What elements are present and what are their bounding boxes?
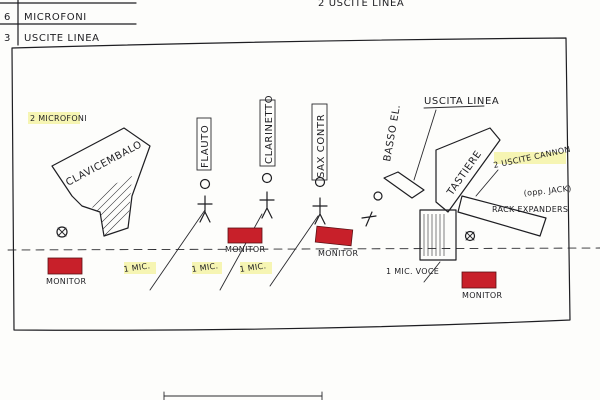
harpsichord-label: CLAVICEMBALO [64, 139, 144, 188]
clarinet-stand-icon [259, 191, 275, 219]
piano-note: 2 MICROFONI [30, 114, 87, 123]
sax-stand-icon [312, 197, 328, 225]
monitor-1-label: MONITOR [46, 277, 87, 286]
monitor-3-label: MONITOR [318, 249, 359, 258]
stage-outline [11, 37, 571, 331]
rack-label: RACK EXPANDERS [492, 205, 568, 214]
clarinet-label-box [259, 99, 276, 167]
piano-mic-icon [56, 226, 68, 238]
monitor-1 [47, 257, 83, 275]
monitor-3 [314, 225, 354, 247]
voice-mic-label: 1 MIC. VOCE [386, 267, 439, 276]
harpsichord: 2 MICROFONI CLAVICEMBALO [28, 112, 151, 238]
bass-amp [383, 171, 425, 199]
top-legend: 6 MICROFONI 3 USCITE LINEA 2 USCITE LINE… [0, 0, 404, 46]
bass-label: BASSO EL. [382, 104, 403, 163]
mic-label-flute: 1 MIC. [123, 261, 151, 274]
flute-label-box [196, 117, 212, 171]
monitor-2-label: MONITOR [225, 245, 266, 254]
flute-stand-icon [197, 195, 213, 223]
sax-position: SAX CONTR [269, 103, 328, 287]
voice-mic-icon [464, 230, 476, 242]
bass-mic-icon [373, 191, 383, 201]
flute-position: FLAUTO [149, 117, 213, 291]
monitors: MONITOR MONITOR MONITOR MONITOR [46, 225, 503, 300]
voice-mic-cable [423, 261, 441, 283]
legend-label-mics: MICROFONI [24, 12, 87, 23]
bass-stand-icon [361, 211, 377, 227]
clarinet-position: CLARINETTO [219, 95, 276, 291]
mic-label-sax: 1 MIC. [239, 261, 267, 274]
clarinet-mic-cable [219, 213, 263, 291]
keyboard-stand [435, 127, 501, 213]
legend-count-lines: 3 [4, 33, 11, 44]
stage-front-dashed-line [7, 247, 600, 251]
top-center-text: 2 USCITE LINEA [318, 0, 404, 9]
sax-label: SAX CONTR [316, 114, 327, 178]
legend-label-lines: USCITE LINEA [24, 33, 100, 44]
sax-mic-icon [314, 176, 326, 188]
piano-note-highlight [28, 112, 80, 124]
sax-mic-cable [269, 215, 319, 287]
bass-line-out-label: USCITA LINEA [424, 96, 499, 107]
rack-expanders [457, 195, 547, 237]
clarinet-label: CLARINETTO [264, 95, 275, 164]
flute-label: FLAUTO [200, 125, 211, 168]
mic-labels: 1 MIC. 1 MIC. 1 MIC. [123, 261, 272, 274]
keyboards-out-alt: (opp. JACK) [523, 184, 572, 198]
monitor-4 [461, 271, 497, 289]
clarinet-mic-icon [261, 172, 273, 184]
sax-label-box [311, 103, 328, 181]
monitor-2 [227, 227, 263, 244]
flute-mic-cable [149, 209, 206, 291]
keyboards-position: TASTIERE 2 USCITE CANNON (opp. JACK) RAC… [386, 127, 572, 283]
keyboards-label: TASTIERE [445, 149, 484, 199]
harpsichord-body [51, 127, 151, 237]
mic-label-clarinet: 1 MIC. [191, 261, 219, 274]
flute-mic-icon [199, 178, 211, 190]
legend-count-mics: 6 [4, 12, 11, 23]
keyboard-player-box [419, 209, 457, 261]
monitor-4-label: MONITOR [462, 291, 503, 300]
bottom-fragments [163, 391, 323, 400]
